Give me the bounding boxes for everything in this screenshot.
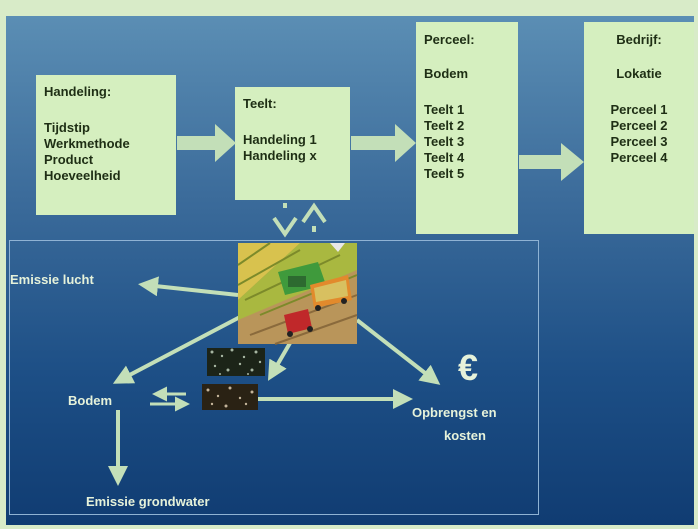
perceel-title: Perceel: [424,32,475,47]
handeling-item: Tijdstip [44,120,90,135]
handeling-item: Product [44,152,94,167]
teelt-item: Handeling 1 [243,132,317,147]
arrow-to-bodem [112,315,241,384]
perceel-item: Teelt 4 [424,150,465,165]
perceel-item: Teelt 1 [424,102,465,117]
bedrijf-item: Perceel 3 [610,134,668,149]
teelt-title: Teelt: [243,96,277,111]
teelt-up-arrow [301,202,327,232]
opbrengst-label-line2: kosten [444,428,486,443]
flow-arrow-perceel-bedrijf [519,143,584,181]
perceel-item: Teelt 5 [424,166,465,181]
bedrijf-item: Perceel 1 [610,102,668,117]
handeling-item: Werkmethode [44,136,130,151]
bedrijf-title: Bedrijf: [616,32,662,47]
soil-sample-picture [202,348,265,410]
flow-arrow-handeling-teelt [177,124,236,162]
perceel-item: Teelt 3 [424,134,465,149]
flow-arrow-teelt-perceel [351,124,416,162]
handeling-item: Hoeveelheid [44,168,121,183]
perceel-box: Perceel: Bodem Teelt 1 Teelt 2 Teelt 3 T… [416,22,518,234]
teelt-down-arrow [272,203,298,238]
teelt-box: Teelt: Handeling 1 Handeling x [235,87,350,200]
model-panel [9,240,539,515]
teelt-item: Handeling x [243,148,317,163]
bedrijf-sub: Lokatie [616,66,662,81]
euro-icon: € [458,347,479,388]
arrow-to-emissie-lucht [138,276,239,297]
emissie-grondwater-label: Emissie grondwater [86,494,210,509]
handeling-title: Handeling: [44,84,112,99]
emissie-lucht-label: Emissie lucht [10,272,94,287]
opbrengst-label-line1: Opbrengst en [412,405,497,420]
bodem-label: Bodem [68,393,113,408]
bedrijf-item: Perceel 4 [610,150,668,165]
handeling-box: Handeling: Tijdstip Werkmethode Product … [36,75,176,215]
arrow-to-opbrengst [355,318,441,385]
farm-field-picture [237,242,358,345]
perceel-item: Teelt 2 [424,118,465,133]
bedrijf-box: Bedrijf: Lokatie Perceel 1 Perceel 2 Per… [584,22,694,234]
arrow-to-soil-sample [267,341,292,381]
bedrijf-item: Perceel 2 [610,118,668,133]
perceel-sub: Bodem [424,66,469,81]
